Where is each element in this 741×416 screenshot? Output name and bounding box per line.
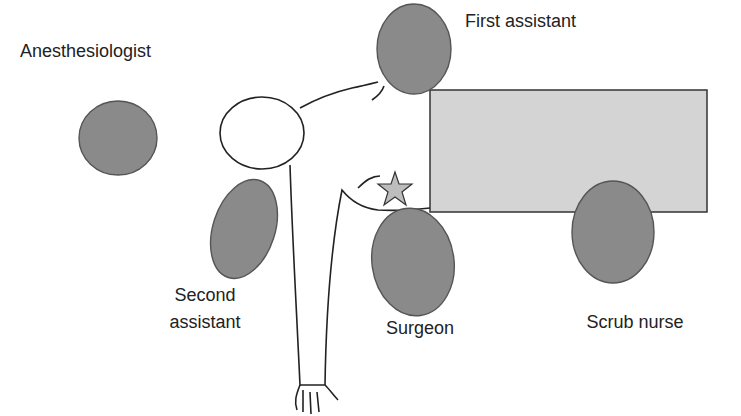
role-label: Scrub nurse <box>560 309 710 336</box>
staff-position: Second assistant <box>212 177 276 281</box>
role-label: Second assistant <box>150 282 260 336</box>
person-ellipse <box>199 171 289 287</box>
person-ellipse <box>365 203 461 321</box>
role-label: Anesthesiologist <box>20 38 210 65</box>
person-ellipse-frame <box>212 177 276 281</box>
role-label: First assistant <box>465 8 665 35</box>
shoulder-line <box>372 86 384 100</box>
person-ellipse-frame <box>78 100 158 176</box>
person-ellipse-frame <box>376 3 452 95</box>
staff-position: Scrub nurse <box>571 180 655 284</box>
body-upper-outline <box>300 82 378 108</box>
chest-line <box>358 176 380 188</box>
staff-position: First assistant <box>376 3 452 95</box>
arm-left-edge <box>290 165 300 385</box>
person-ellipse <box>572 181 654 283</box>
person-ellipse <box>79 101 157 175</box>
role-label: Surgeon <box>360 315 480 342</box>
staff-position: Surgeon <box>371 207 455 317</box>
hand <box>296 385 338 414</box>
person-ellipse <box>377 4 451 94</box>
person-ellipse-frame <box>371 207 455 317</box>
incision-star <box>378 172 412 205</box>
person-ellipse-frame <box>571 180 655 284</box>
instrument-table <box>430 90 707 212</box>
staff-position: Anesthesiologist <box>78 100 158 176</box>
patient-head <box>220 97 304 169</box>
